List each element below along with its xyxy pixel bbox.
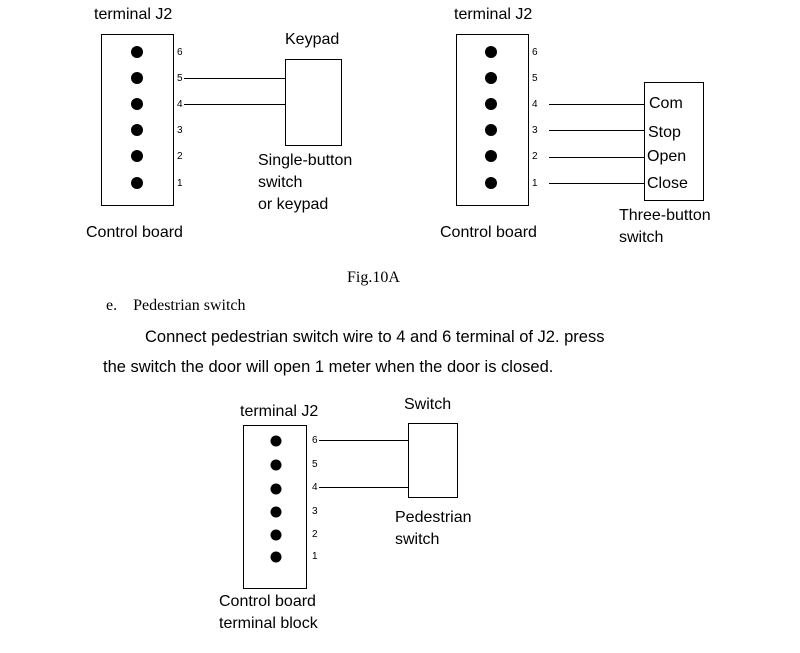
device-caption: switch xyxy=(619,229,664,246)
pin-label: 3 xyxy=(312,506,318,517)
switch-title: Switch xyxy=(404,396,452,413)
pin-label: 2 xyxy=(532,151,538,162)
terminal-dots-right xyxy=(485,46,497,189)
device-caption: Single-button xyxy=(258,152,353,169)
terminal-block-left xyxy=(101,34,174,206)
terminal-dots-left xyxy=(131,46,143,189)
terminal-stop: Stop xyxy=(648,124,681,141)
pin-label: 3 xyxy=(532,125,538,136)
terminal-label-bottom: terminal J2 xyxy=(240,403,319,420)
pin-label: 1 xyxy=(177,178,183,189)
device-caption: Pedestrian xyxy=(395,509,472,526)
paragraph-line: Connect pedestrian switch wire to 4 and … xyxy=(145,328,605,346)
device-caption: switch xyxy=(258,174,303,191)
pin-label: 3 xyxy=(177,125,183,136)
terminal-block-bottom xyxy=(243,425,307,589)
pin-label: 2 xyxy=(312,529,318,540)
pin-label: 6 xyxy=(532,47,538,58)
pin-label: 4 xyxy=(312,482,318,493)
terminal-label-right: terminal J2 xyxy=(454,6,533,23)
board-label-right: Control board xyxy=(440,224,537,241)
pin-label: 1 xyxy=(312,551,318,562)
pin-label: 6 xyxy=(177,47,183,58)
device-caption: or keypad xyxy=(258,196,329,213)
pin-label: 4 xyxy=(532,99,538,110)
board-caption: Control board xyxy=(219,593,316,610)
terminal-dots-bottom xyxy=(270,435,282,563)
keypad-title: Keypad xyxy=(285,31,340,48)
paragraph-line: the switch the door will open 1 meter wh… xyxy=(103,358,554,376)
three-button-switch-box xyxy=(644,82,704,201)
terminal-label-left: terminal J2 xyxy=(94,6,173,23)
terminal-open: Open xyxy=(647,148,687,165)
device-caption: switch xyxy=(395,531,440,548)
keypad-box xyxy=(285,59,342,146)
device-caption: Three-button xyxy=(619,207,711,224)
pin-label: 6 xyxy=(312,435,318,446)
terminal-com: Com xyxy=(649,95,683,112)
pin-label: 2 xyxy=(177,151,183,162)
terminal-block-right xyxy=(456,34,529,206)
section-heading: e. Pedestrian switch xyxy=(106,297,246,314)
terminal-close: Close xyxy=(647,175,688,192)
pin-label: 5 xyxy=(177,73,183,84)
pin-label: 4 xyxy=(177,99,183,110)
pin-label: 1 xyxy=(532,178,538,189)
board-label-left: Control board xyxy=(86,224,183,241)
pin-label: 5 xyxy=(532,73,538,84)
pedestrian-switch-box xyxy=(408,423,458,498)
figure-caption: Fig.10A xyxy=(347,269,400,286)
pin-label: 5 xyxy=(312,459,318,470)
board-caption: terminal block xyxy=(219,615,318,632)
